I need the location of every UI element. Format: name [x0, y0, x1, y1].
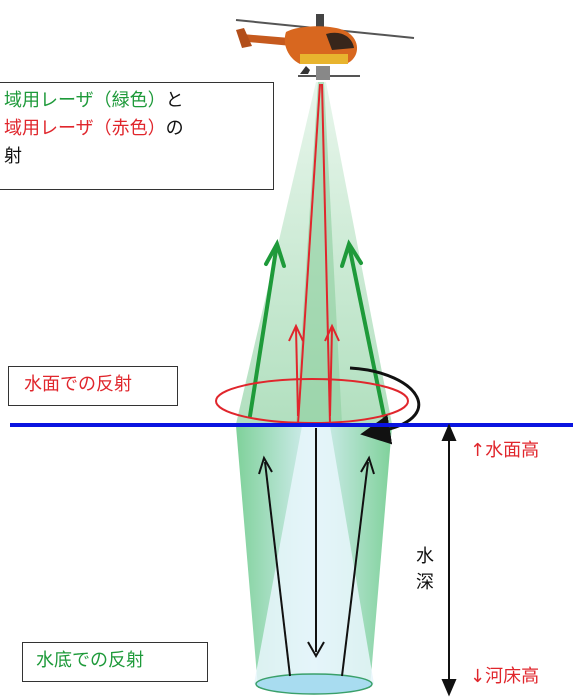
bottom-reflection-label-box: [22, 642, 208, 682]
water-depth-label-1: 水: [416, 546, 434, 567]
green-reflection-arrows: [248, 238, 386, 418]
legend-green-laser: 域用レーザ（緑色）: [4, 90, 166, 111]
water-depth-label-2: 深: [416, 572, 434, 593]
red-beam-right: [321, 83, 331, 425]
legend-red-laser: 域用レーザ（赤色）: [4, 118, 166, 139]
helicopter-icon: [235, 14, 415, 80]
legend-line-1: 域用レーザ（緑色）と: [4, 90, 184, 111]
water-surface-height-label: ↑水面高: [470, 440, 540, 461]
underwater-arrows: [258, 428, 375, 677]
riverbed-disc: [255, 673, 373, 695]
riverbed-height-label: ↓河床高: [470, 666, 540, 687]
legend-line-3: 射: [4, 146, 22, 167]
surface-reflection-label-box: [8, 366, 178, 406]
legend-box: [0, 82, 274, 190]
bottom-reflection-label: 水底での反射: [36, 650, 144, 671]
depth-arrow: [441, 423, 457, 697]
legend-line-2: 域用レーザ（赤色）の: [4, 118, 184, 139]
red-beam-left: [297, 83, 321, 425]
laser-cone-inner: [296, 82, 342, 424]
surface-reflection-label: 水面での反射: [24, 374, 132, 395]
red-reflection-arrows: [288, 323, 340, 417]
